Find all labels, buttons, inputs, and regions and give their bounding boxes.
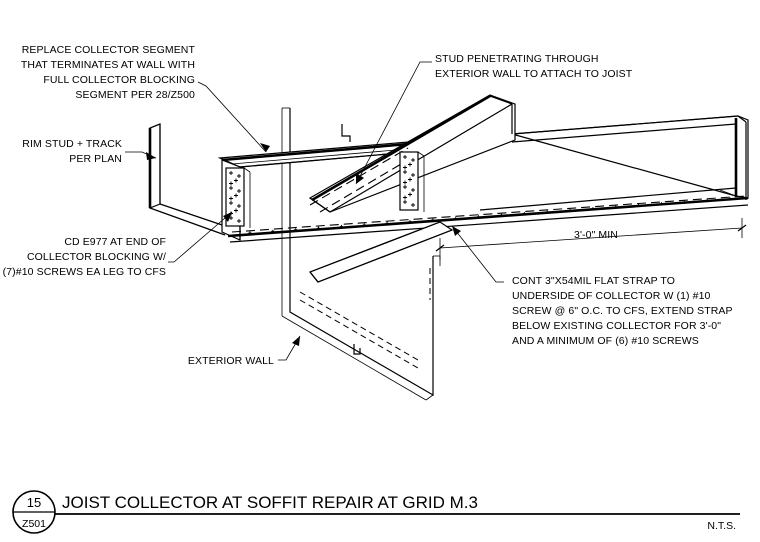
dimension-3ft: 3'-0" MIN — [435, 218, 747, 260]
screw-mark — [705, 199, 709, 203]
note-line: COLLECTOR BLOCKING W/ — [27, 251, 166, 263]
screw-mark — [614, 205, 618, 209]
dimension-label: 3'-0" MIN — [574, 229, 618, 241]
screw-mark — [234, 193, 238, 198]
note-line: RIM STUD + TRACK — [22, 138, 122, 150]
clip-angle-right — [399, 151, 425, 212]
screw-mark — [234, 208, 238, 213]
screw-mark — [237, 174, 241, 178]
detail-title: JOIST COLLECTOR AT SOFFIT REPAIR AT GRID… — [62, 493, 478, 512]
exterior-wall-plane — [281, 107, 441, 401]
screw-pattern-right — [403, 155, 415, 207]
screw-mark — [408, 162, 412, 167]
note-line: PER PLAN — [69, 153, 122, 165]
screw-mark — [237, 219, 241, 223]
note-line: FULL COLLECTOR BLOCKING — [43, 74, 195, 86]
note-line: AND A MINIMUM OF (6) #10 SCREWS — [512, 335, 699, 347]
screw-mark — [408, 192, 412, 197]
screw-mark — [682, 200, 686, 204]
screw-mark — [234, 178, 238, 183]
screw-mark — [636, 203, 641, 208]
title-block: 15 Z501 JOIST COLLECTOR AT SOFFIT REPAIR… — [12, 490, 740, 534]
screw-mark — [229, 171, 233, 175]
screw-mark — [411, 158, 415, 162]
note-exterior-wall: EXTERIOR WALL — [188, 355, 274, 367]
screw-mark — [568, 208, 572, 212]
note-line: EXTERIOR WALL TO ATTACH TO JOIST — [435, 68, 633, 80]
note-replace-collector: REPLACE COLLECTOR SEGMENT THAT TERMINATE… — [21, 44, 196, 101]
screw-mark — [522, 211, 526, 216]
screw-mark — [339, 224, 344, 229]
screw-mark — [403, 195, 407, 200]
note-stud-penetrating: STUD PENETRATING THROUGH EXTERIOR WALL T… — [435, 53, 633, 80]
detail-number: 15 — [27, 495, 41, 510]
screw-mark — [237, 204, 241, 208]
screw-mark — [403, 185, 407, 189]
screw-mark — [454, 216, 458, 221]
joist — [479, 115, 749, 211]
screw-mark — [316, 226, 321, 230]
screw-mark — [362, 223, 366, 227]
screw-mark — [229, 181, 233, 186]
screw-mark — [403, 200, 407, 204]
screw-mark — [728, 197, 732, 201]
note-cd-e977: CD E977 AT END OF COLLECTOR BLOCKING W/ … — [3, 236, 166, 278]
screw-mark — [411, 203, 415, 207]
screw-mark — [294, 228, 298, 232]
screw-mark — [403, 170, 407, 174]
screw-mark — [403, 155, 407, 159]
note-line: CD E977 AT END OF — [64, 236, 166, 248]
screw-mark — [403, 165, 407, 170]
screw-mark — [403, 180, 407, 185]
screw-mark — [229, 201, 233, 205]
screw-mark — [591, 207, 595, 211]
note-rim-stud: RIM STUD + TRACK PER PLAN — [22, 138, 122, 165]
note-line: BELOW EXISTING COLLECTOR FOR 3'-0" — [512, 320, 721, 332]
screw-mark — [229, 216, 233, 220]
note-line: SEGMENT PER 28/Z500 — [75, 89, 195, 101]
screw-mark — [411, 173, 415, 177]
screw-mark — [476, 215, 481, 219]
screw-mark — [659, 202, 664, 206]
clip-angle-left — [225, 167, 251, 228]
note-line: STUD PENETRATING THROUGH — [435, 53, 599, 65]
screw-mark — [271, 229, 275, 233]
note-cont-strap: CONT 3"X54MIL FLAT STRAP TO UNDERSIDE OF… — [512, 275, 733, 347]
screw-mark — [248, 231, 252, 235]
screw-mark — [237, 189, 241, 193]
note-line: REPLACE COLLECTOR SEGMENT — [22, 44, 196, 56]
screw-mark — [499, 213, 504, 217]
sheet-number: Z501 — [22, 518, 46, 530]
note-line: CONT 3"X54MIL FLAT STRAP TO — [512, 275, 675, 287]
screw-mark — [408, 177, 412, 182]
leaders — [125, 61, 504, 361]
flat-strap — [231, 195, 747, 235]
rim-stud-track — [148, 123, 226, 236]
screw-mark — [431, 218, 435, 222]
screw-mark — [545, 210, 549, 214]
scale-label: N.T.S. — [707, 520, 736, 532]
screw-mark — [229, 186, 233, 190]
screw-mark — [229, 196, 233, 201]
note-line: (7)#10 SCREWS EA LEG TO CFS — [3, 266, 166, 278]
note-line: UNDERSIDE OF COLLECTOR W (1) #10 — [512, 290, 711, 302]
note-line: EXTERIOR WALL — [188, 355, 274, 367]
note-line: SCREW @ 6" O.C. TO CFS, EXTEND STRAP — [512, 305, 733, 317]
screw-mark — [411, 188, 415, 192]
note-line: THAT TERMINATES AT WALL WITH — [21, 59, 195, 71]
screw-mark — [408, 220, 412, 224]
screw-mark — [385, 221, 389, 225]
strap-screw-marks — [248, 197, 732, 235]
